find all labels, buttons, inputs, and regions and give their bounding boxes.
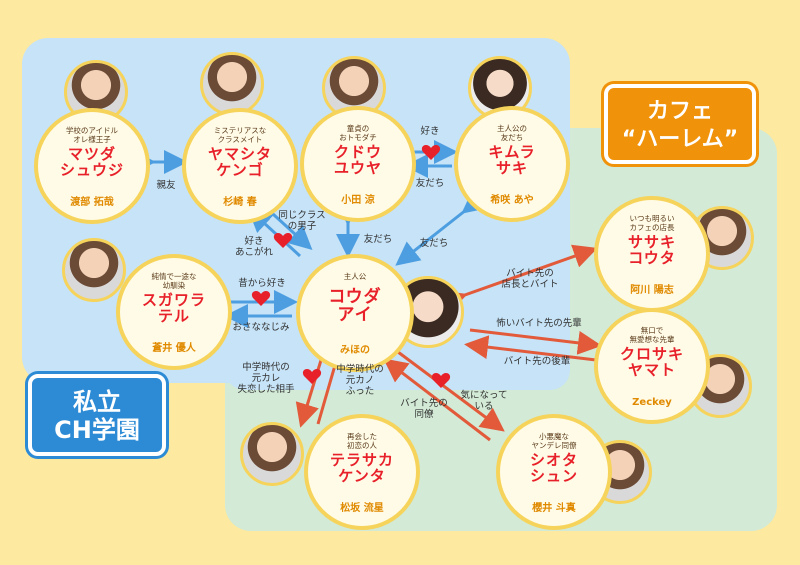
heart-kudo-kimura-icon: [421, 145, 441, 160]
card-matsuda: 学校のアイドル オレ様王子 マツダ シュウジ 渡部 拓哉: [34, 108, 150, 224]
label-class-dansi: 同じクラス の男子: [278, 210, 326, 232]
heart-sugawara-icon: [251, 291, 271, 306]
actor-name: 渡部 拓哉: [70, 197, 114, 208]
arrow-kurosaki-koda: [464, 335, 597, 362]
character-name: スガワラ テル: [141, 291, 206, 325]
character-name: キムラ サキ: [488, 143, 536, 177]
arrow-koda-sasaki: [441, 244, 598, 314]
red-arrows: [295, 244, 602, 442]
school-group-title: 私立 CH学園: [28, 374, 166, 456]
character-name: マツダ シュウジ: [59, 145, 124, 179]
hearts: [251, 145, 451, 388]
actor-name: Zeckey: [632, 397, 672, 408]
label-suki-akogare: 好き あこがれ: [234, 236, 273, 258]
actor-name: 杉崎 春: [223, 197, 257, 208]
label-tomodachi-b: 友だち: [419, 238, 449, 249]
card-koda: 主人公 コウダ アイ みほの: [296, 254, 414, 372]
desc: 再会した 初恋の人: [347, 432, 377, 450]
label-baito-tencho: バイト先の 店長とバイト: [501, 268, 559, 290]
character-name: テラサカ ケンタ: [329, 451, 394, 485]
desc: 学校のアイドル オレ様王子: [65, 126, 119, 144]
arrow-koda-kurosaki: [469, 328, 602, 355]
desc: 純情で一途な 幼馴染: [151, 272, 197, 290]
actor-name: 小田 涼: [341, 195, 375, 206]
card-sasaki: いつも明るい カフェの店長 ササキ コウタ 阿川 陽志: [594, 196, 710, 312]
card-terasaka: 再会した 初恋の人 テラサカ ケンタ 松坂 流星: [304, 414, 420, 530]
label-motokare: 中学時代の 元カレ 失恋した相手: [237, 362, 295, 395]
heart-yamashita-icon: [273, 233, 293, 248]
actor-name: 櫻井 斗真: [532, 503, 576, 514]
desc: 小悪魔な ヤンデレ同僚: [531, 432, 577, 450]
card-shiota: 小悪魔な ヤンデレ同僚 シオタ シュン 櫻井 斗真: [496, 414, 612, 530]
actor-name: 希咲 あや: [490, 195, 534, 206]
label-shinyu: 親友: [156, 180, 176, 191]
desc: 無口で 無愛想な先輩: [629, 326, 675, 344]
heart-terasaka-icon: [302, 369, 322, 384]
card-kudo: 童貞の おトモダチ クドウ ユウヤ 小田 涼: [300, 106, 416, 222]
label-motokano: 中学時代の 元カノ ふった: [336, 364, 384, 397]
label-suki-kudo: 好き: [420, 126, 440, 137]
label-baito-kohai: バイト先の後輩: [503, 356, 571, 367]
desc: 主人公: [343, 272, 367, 281]
character-name: ササキ コウタ: [627, 233, 676, 267]
character-name: ヤマシタ ケンゴ: [207, 145, 272, 179]
label-tomodachi-a: 友だち: [363, 234, 393, 245]
cafe-group-title: カフェ “ハーレム”: [604, 84, 756, 164]
actor-name: 松坂 流星: [340, 503, 384, 514]
actor-name: みほの: [340, 345, 370, 356]
card-kurosaki: 無口で 無愛想な先輩 クロサキ ヤマト Zeckey: [594, 308, 710, 424]
character-name: クロサキ ヤマト: [619, 345, 684, 379]
arrow-koda-shiota: [397, 350, 505, 432]
label-suki-osananajimi: 昔から好き: [238, 278, 286, 289]
photo-yamashita: [200, 52, 264, 116]
desc: 主人公の 友だち: [497, 124, 527, 142]
card-yamashita: ミステリアスな クラスメイト ヤマシタ ケンゴ 杉崎 春: [182, 108, 298, 224]
label-osananajimi: おさななじみ: [232, 322, 290, 333]
arrow-kimura-koda: [395, 189, 488, 266]
heart-shiota-icon: [431, 373, 451, 388]
label-kininatte: 気になって いる: [460, 390, 508, 412]
label-tomodachi-kudo: 友だち: [415, 178, 445, 189]
actor-name: 阿川 陽志: [630, 285, 674, 296]
desc: 童貞の おトモダチ: [339, 124, 377, 142]
label-baito-doryo: バイト先の 同僚: [400, 398, 448, 420]
character-name: コウダ アイ: [328, 287, 382, 325]
desc: ミステリアスな クラスメイト: [213, 126, 267, 144]
character-name: クドウ ユウヤ: [333, 143, 382, 177]
photo-sugawara: [62, 238, 126, 302]
card-sugawara: 純情で一途な 幼馴染 スガワラ テル 蒼井 優人: [116, 254, 232, 370]
character-name: シオタ シュン: [529, 451, 578, 485]
label-kowai-senpai: 怖いバイト先の先輩: [496, 318, 582, 329]
actor-name: 蒼井 優人: [152, 343, 196, 354]
card-kimura: 主人公の 友だち キムラ サキ 希咲 あや: [454, 106, 570, 222]
photo-terasaka: [240, 422, 304, 486]
desc: いつも明るい カフェの店長: [629, 214, 675, 232]
arrow-shiota-koda: [383, 358, 491, 442]
